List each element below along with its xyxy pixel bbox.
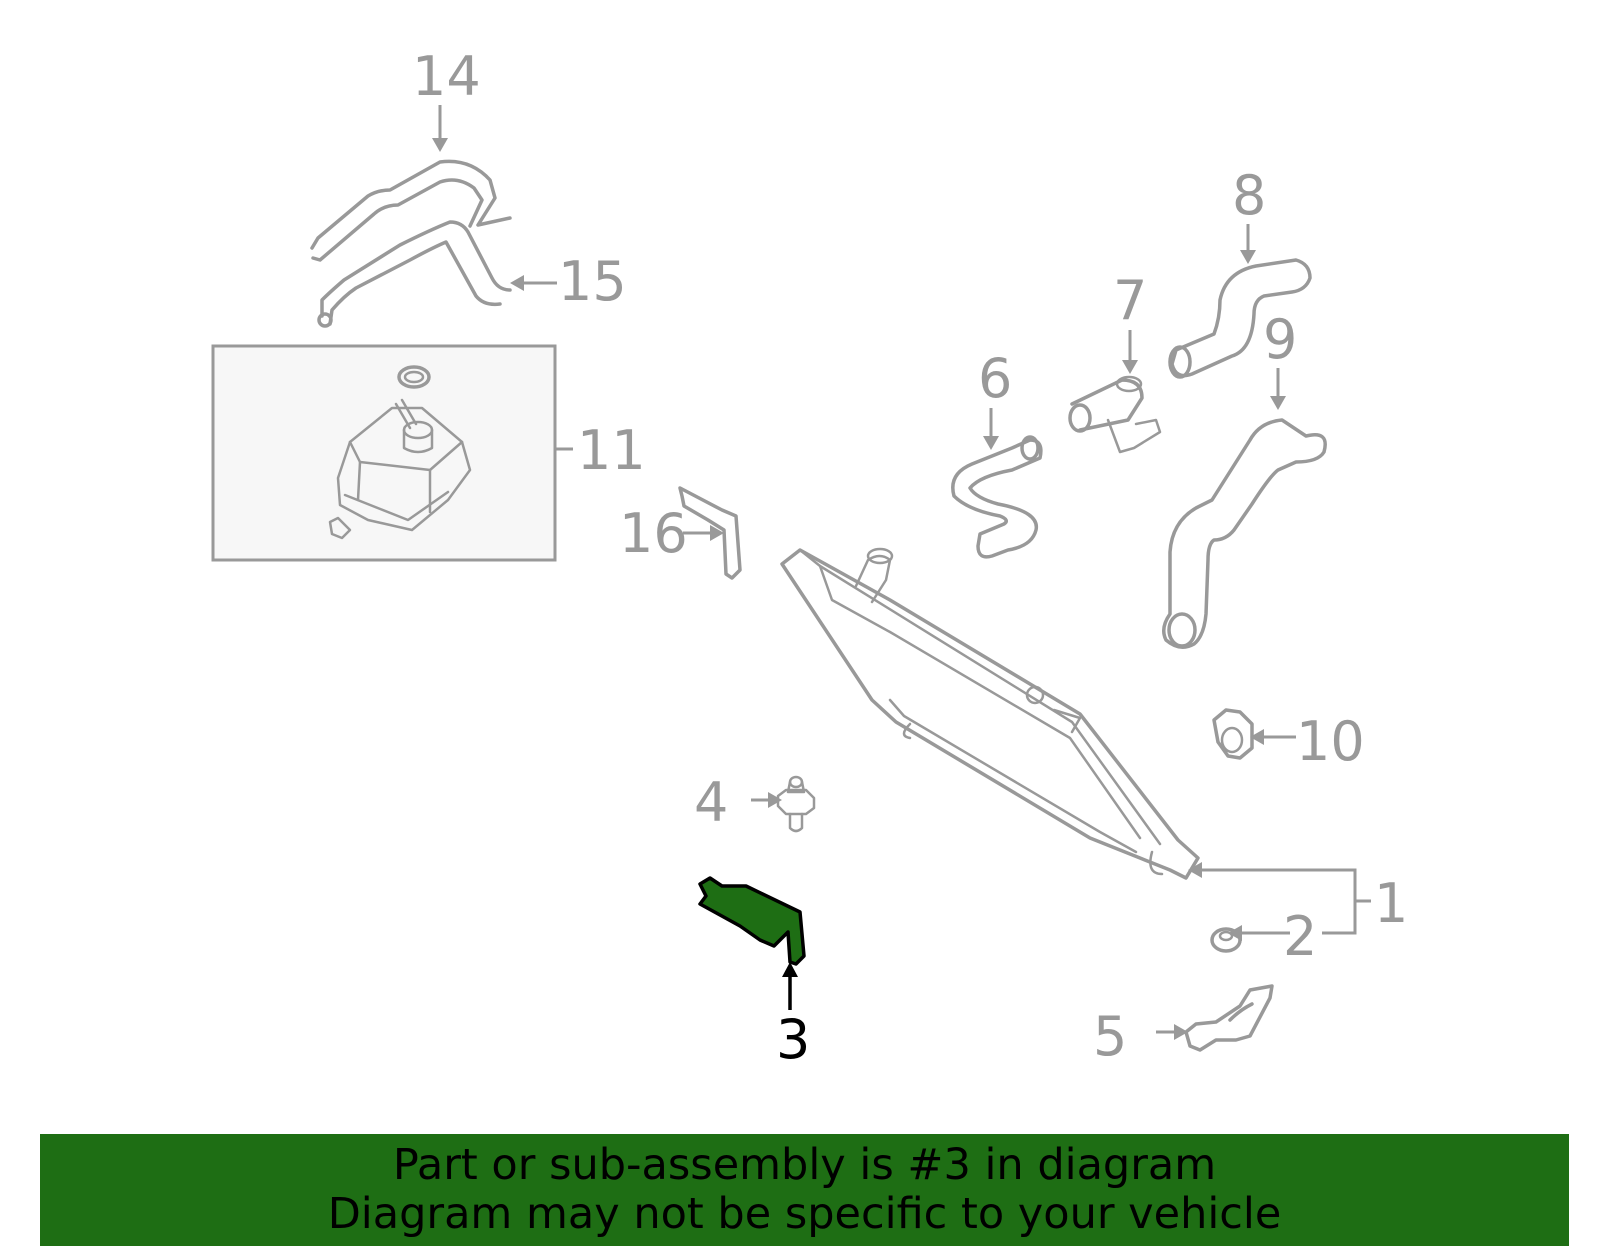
part-1-radiator[interactable] — [780, 547, 1200, 880]
part-15-hose[interactable] — [320, 220, 512, 326]
callout-4[interactable]: 4 — [694, 771, 728, 834]
part-11-box[interactable] — [211, 344, 557, 562]
part-8-hose[interactable] — [1170, 258, 1312, 378]
part-10-clamp[interactable] — [1212, 708, 1254, 760]
part-15-hose-end — [317, 312, 333, 328]
part-7-outlet[interactable] — [1068, 375, 1162, 454]
callout-11[interactable]: 11 — [577, 419, 646, 482]
part-6-hose-end — [1020, 435, 1040, 461]
part-14-hose[interactable] — [310, 159, 512, 262]
part-9-hose[interactable] — [1162, 418, 1327, 649]
part-8-hose-end — [1168, 345, 1192, 379]
callout-14[interactable]: 14 — [412, 45, 481, 108]
callout-15[interactable]: 15 — [558, 250, 627, 313]
part-2-grommet[interactable] — [1210, 927, 1242, 953]
callout-9[interactable]: 9 — [1263, 308, 1297, 371]
callout-6[interactable]: 6 — [978, 347, 1012, 410]
part-12-gasket[interactable] — [397, 365, 431, 389]
part-11-reservoir[interactable] — [336, 398, 472, 532]
callout-1[interactable]: 1 — [1374, 872, 1408, 935]
callout-10[interactable]: 10 — [1296, 710, 1365, 773]
banner-line-2: Diagram may not be specific to your vehi… — [327, 1189, 1282, 1239]
part-6-hose[interactable] — [951, 438, 1043, 559]
part-4-bolt[interactable] — [776, 775, 816, 833]
part-12-gasket-inner — [403, 370, 425, 384]
part-9-hose-end — [1167, 612, 1197, 648]
callout-8[interactable]: 8 — [1232, 164, 1266, 227]
leader-arrow-3 — [782, 962, 798, 1010]
part-3-bracket-highlighted[interactable] — [698, 876, 806, 966]
callout-16[interactable]: 16 — [619, 502, 688, 565]
callout-2[interactable]: 2 — [1283, 905, 1317, 968]
part-13-clip[interactable] — [328, 516, 352, 540]
callout-5[interactable]: 5 — [1093, 1005, 1127, 1068]
callout-7[interactable]: 7 — [1113, 269, 1147, 332]
part-5-bracket[interactable] — [1184, 984, 1274, 1052]
notice-banner: Part or sub-assembly is #3 in diagram Di… — [40, 1134, 1569, 1246]
banner-line-1: Part or sub-assembly is #3 in diagram — [392, 1140, 1217, 1190]
callout-3[interactable]: 3 — [776, 1008, 810, 1071]
part-16-bracket[interactable] — [678, 486, 742, 580]
